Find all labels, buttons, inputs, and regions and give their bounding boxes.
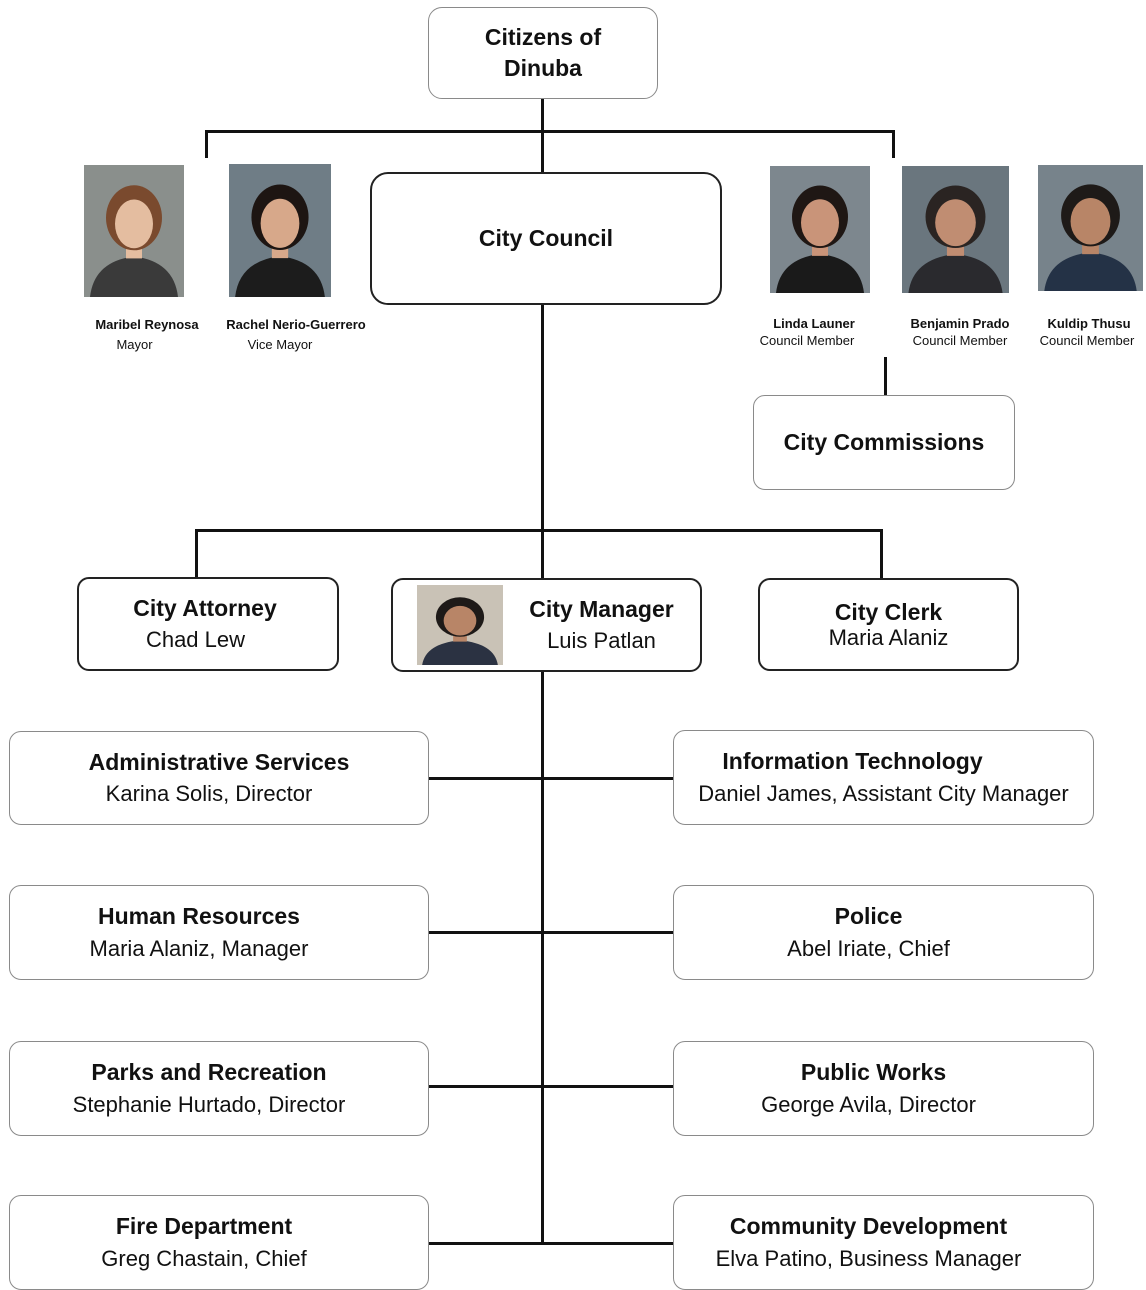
- council-member-photo: [902, 166, 1009, 293]
- council-member-role: Council Member: [1039, 333, 1135, 348]
- city-manager-photo: [417, 585, 503, 665]
- department-person: Maria Alaniz, Manager: [89, 935, 309, 961]
- council-member-name: Kuldip Thusu: [1047, 316, 1131, 331]
- council-member-name: Maribel Reynosa: [95, 317, 199, 332]
- department-person: Karina Solis, Director: [105, 781, 313, 807]
- citizens-title: Citizens of Dinuba: [484, 23, 602, 81]
- city-attorney-title: City Attorney: [133, 594, 277, 621]
- connector-line: [205, 130, 208, 158]
- council-member-photo: [1038, 165, 1143, 291]
- department-box: Administrative Services Karina Solis, Di…: [9, 731, 429, 825]
- connector-line: [428, 777, 674, 780]
- department-title: Information Technology: [722, 748, 983, 775]
- department-box: Public Works George Avila, Director: [673, 1041, 1094, 1136]
- city-manager-box: City Manager Luis Patlan: [391, 578, 702, 672]
- department-person: Abel Iriate, Chief: [787, 935, 950, 961]
- department-title: Human Resources: [98, 903, 300, 930]
- department-box: Community Development Elva Patino, Busin…: [673, 1195, 1094, 1290]
- city-manager-title: City Manager: [529, 595, 674, 622]
- department-title: Administrative Services: [88, 748, 350, 775]
- department-box: Human Resources Maria Alaniz, Manager: [9, 885, 429, 980]
- connector-line: [884, 357, 887, 395]
- department-box: Parks and Recreation Stephanie Hurtado, …: [9, 1041, 429, 1136]
- department-person: George Avila, Director: [761, 1091, 976, 1117]
- department-person: Greg Chastain, Chief: [101, 1245, 307, 1271]
- council-member-role: Vice Mayor: [247, 337, 313, 352]
- connector-line: [880, 529, 883, 578]
- department-title: Police: [834, 903, 903, 930]
- council-member-name: Rachel Nerio-Guerrero: [226, 317, 366, 332]
- connector-line: [892, 130, 895, 158]
- council-member-role: Council Member: [912, 333, 1008, 348]
- city-clerk-title: City Clerk: [834, 598, 943, 625]
- connector-line: [195, 529, 883, 532]
- department-box: Information Technology Daniel James, Ass…: [673, 730, 1094, 825]
- city-attorney-box: City Attorney Chad Lew: [77, 577, 339, 671]
- department-box: Fire Department Greg Chastain, Chief: [9, 1195, 429, 1290]
- city-attorney-person: Chad Lew: [145, 627, 246, 653]
- connector-line: [428, 1085, 674, 1088]
- city-council-title: City Council: [478, 225, 614, 252]
- council-member-role: Mayor: [116, 337, 153, 352]
- connector-line: [428, 1242, 674, 1245]
- city-manager-person: Luis Patlan: [547, 628, 656, 654]
- department-person: Stephanie Hurtado, Director: [72, 1091, 346, 1117]
- council-member-name: Linda Launer: [773, 316, 855, 331]
- citizens-box: Citizens of Dinuba: [428, 7, 658, 99]
- department-title: Community Development: [729, 1213, 1008, 1240]
- department-title: Public Works: [800, 1059, 947, 1086]
- department-person: Elva Patino, Business Manager: [715, 1245, 1022, 1271]
- department-person: Daniel James, Assistant City Manager: [698, 780, 1069, 806]
- council-member-role: Council Member: [759, 333, 855, 348]
- city-clerk-person: Maria Alaniz: [828, 625, 949, 651]
- department-title: Parks and Recreation: [91, 1059, 327, 1086]
- city-commissions-box: City Commissions: [753, 395, 1015, 490]
- city-council-box: City Council: [370, 172, 722, 305]
- council-member-name: Benjamin Prado: [910, 316, 1010, 331]
- department-title: Fire Department: [115, 1213, 293, 1240]
- connector-line: [205, 130, 895, 133]
- council-member-photo: [229, 164, 331, 297]
- city-clerk-box: City Clerk Maria Alaniz: [758, 578, 1019, 671]
- connector-line: [428, 931, 674, 934]
- council-member-photo: [84, 165, 184, 297]
- department-box: Police Abel Iriate, Chief: [673, 885, 1094, 980]
- council-member-photo: [770, 166, 870, 293]
- connector-line: [195, 529, 198, 578]
- city-commissions-title: City Commissions: [783, 429, 985, 456]
